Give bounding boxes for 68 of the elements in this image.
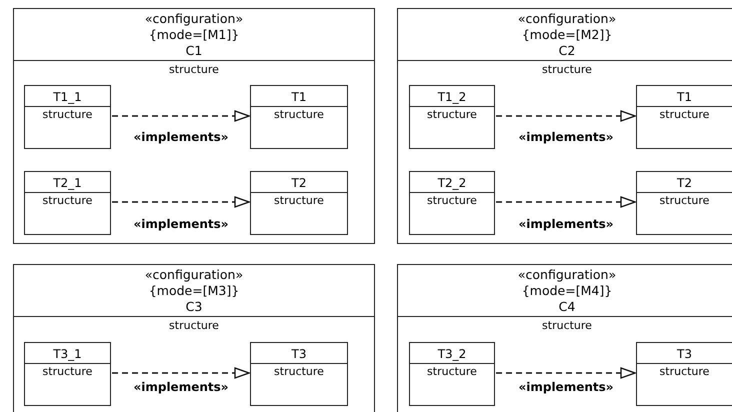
realization-arrow (112, 110, 250, 122)
header-text: C1 (186, 42, 202, 58)
header-text: «configuration» (518, 266, 616, 282)
edge-label: «implements» (517, 130, 615, 144)
edge-label: «implements» (517, 380, 615, 394)
class-name: T1 (677, 89, 692, 105)
compartment-label: structure (169, 319, 219, 333)
configuration-box (13, 8, 375, 244)
class-name: T1 (292, 89, 306, 105)
compartment-label: structure (427, 108, 477, 122)
configuration-box (13, 264, 375, 412)
compartment-label: structure (427, 194, 477, 208)
class-box (636, 171, 732, 235)
header-text: «configuration» (518, 10, 616, 26)
edge-label: «implements» (517, 217, 615, 231)
header-text: {mode=[M2]} (522, 26, 612, 42)
class-box (409, 85, 495, 149)
compartment-label: structure (660, 108, 710, 122)
edge-label: «implements» (132, 130, 230, 144)
compartment-label: structure (42, 365, 92, 379)
class-box (250, 85, 348, 149)
header-text: «configuration» (144, 10, 244, 26)
class-name: T3_2 (438, 346, 466, 362)
header-text: {mode=[M3]} (148, 282, 240, 298)
header-text: C4 (558, 298, 576, 314)
compartment-label: structure (660, 365, 710, 379)
class-box (409, 171, 495, 235)
compartment-label: structure (274, 108, 324, 122)
configuration-box (397, 264, 732, 412)
realization-arrow (112, 367, 250, 379)
class-name: T3_1 (53, 346, 82, 362)
class-name: T2 (677, 175, 692, 191)
edge-label: «implements» (132, 217, 230, 231)
header-text: {mode=[M1]} (148, 26, 240, 42)
compartment-label: structure (427, 365, 477, 379)
class-name: T2_1 (53, 175, 82, 191)
class-name: T3 (677, 346, 692, 362)
class-box (24, 171, 111, 235)
compartment-label: structure (42, 108, 92, 122)
class-box (636, 342, 732, 406)
class-name: T2 (292, 175, 306, 191)
class-box (24, 85, 111, 149)
realization-arrow (496, 367, 636, 379)
compartment-label: structure (274, 365, 324, 379)
edge-label: «implements» (132, 380, 230, 394)
class-box (636, 85, 732, 149)
compartment-label: structure (42, 194, 92, 208)
compartment-label: structure (169, 63, 219, 77)
class-name: T1_2 (438, 89, 466, 105)
realization-arrow (496, 196, 636, 208)
compartment-label: structure (660, 194, 710, 208)
class-name: T1_1 (53, 89, 82, 105)
compartment-label: structure (542, 63, 592, 77)
compartment-label: structure (274, 194, 324, 208)
class-box (24, 342, 111, 406)
compartment-label: structure (542, 319, 592, 333)
configuration-box (397, 8, 732, 244)
header-text: C2 (558, 42, 576, 58)
realization-arrow (112, 196, 250, 208)
class-name: T2_2 (438, 175, 466, 191)
class-name: T3 (292, 346, 306, 362)
class-box (250, 342, 348, 406)
realization-arrow (496, 110, 636, 122)
header-text: C3 (186, 298, 202, 314)
header-text: {mode=[M4]} (522, 282, 612, 298)
class-box (409, 342, 495, 406)
class-box (250, 171, 348, 235)
header-text: «configuration» (144, 266, 244, 282)
